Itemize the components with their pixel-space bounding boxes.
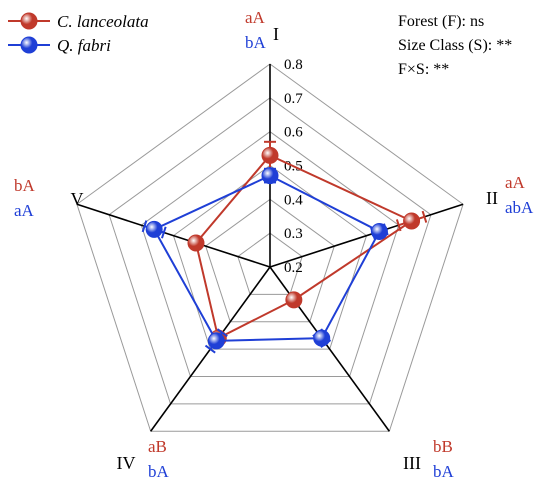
error-bar-cap [141,220,148,233]
significance-letter: bA [433,462,455,481]
data-series [141,140,428,354]
axis-line-II [269,203,464,268]
data-point [207,332,225,350]
legend-marker [20,12,38,30]
legend-label: C. lanceolata [57,12,149,31]
significance-letter: aA [14,201,35,220]
radial-tick-label: 0.2 [284,260,303,276]
category-label-I: I [273,24,279,44]
error-bar-cap [421,210,428,223]
data-point [261,167,279,185]
error-bar-cap [204,344,216,354]
radar-grid [76,63,464,432]
grid-ring [140,131,400,377]
category-label-V: V [71,189,84,209]
significance-letter: aA [245,8,266,27]
grid-ring [172,164,368,350]
grid-ring [237,232,303,295]
significance-letter: bA [14,176,36,195]
grid-ring [108,97,432,405]
series-c-lanceolata [187,140,428,348]
series-line [152,174,381,342]
radial-tick-labels: 0.20.30.40.50.60.70.8 [284,57,303,276]
error-bar-cap [395,219,402,232]
axis-line-V [76,203,271,268]
legend-marker [20,36,38,54]
series-line [194,154,414,340]
radial-tick-label: 0.4 [284,192,303,208]
annotation-interaction: F×S: ** [398,61,449,78]
radial-tick-label: 0.6 [284,125,303,141]
annotation-forest: Forest (F): ns [398,13,484,30]
significance-letter: aB [148,437,167,456]
significance-letter: bA [148,462,170,481]
data-point [261,146,279,164]
grid-ring [76,63,464,432]
legend: C. lanceolata Q. fabri [8,12,149,55]
significance-letters: aA aA bB aB bA bA abA bA bA aA [14,8,534,481]
legend-item-q-fabri: Q. fabri [8,36,111,55]
category-label-II: II [486,188,498,208]
legend-label: Q. fabri [57,36,111,55]
grid-ring [205,198,335,323]
data-point [403,212,421,230]
significance-letter: aA [505,173,526,192]
radial-tick-label: 0.7 [284,91,303,107]
series-q-fabri [141,167,389,354]
data-point [313,329,331,347]
error-bar-cap [216,328,228,338]
significance-letter: bA [245,33,267,52]
data-point [145,220,163,238]
category-label-III: III [403,453,421,473]
significance-letter: bB [433,437,453,456]
data-point [370,222,388,240]
statistics-annotation: Forest (F): ns Size Class (S): ** F×S: *… [398,13,512,78]
error-bar-cap [161,226,167,239]
category-label-IV: IV [117,453,136,473]
legend-item-c-lanceolata: C. lanceolata [8,12,149,31]
data-point [285,291,303,309]
significance-letter: abA [505,198,534,217]
data-point [187,234,205,252]
radial-tick-label: 0.8 [284,57,303,73]
radial-tick-label: 0.3 [284,226,303,242]
annotation-size-class: Size Class (S): ** [398,37,512,54]
